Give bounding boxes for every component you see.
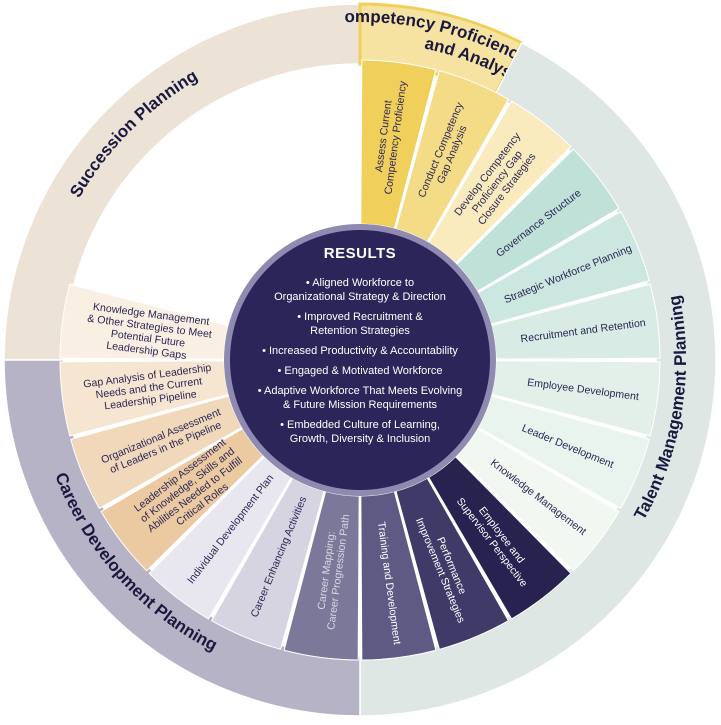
center-result-line: • Embedded Culture of Learning, — [280, 419, 440, 431]
center-result-line: • Aligned Workforce to — [306, 277, 414, 289]
center-result-line: • Improved Recruitment & — [297, 311, 423, 323]
segment-label-knowledge-management-strategies: Knowledge Management& Other Strategies t… — [87, 301, 213, 362]
center-result-line: Retention Strategies — [310, 325, 410, 337]
center-title: RESULTS — [324, 245, 396, 262]
center-result-line: Growth, Diversity & Inclusion — [290, 433, 431, 445]
center-result-line: Organizational Strategy & Direction — [274, 291, 446, 303]
center-result-line: • Adaptive Workforce That Meets Evolving — [258, 385, 463, 397]
center-result-line: & Future Mission Requirements — [283, 399, 438, 411]
center-result-line: • Engaged & Motivated Workforce — [277, 365, 442, 377]
center-result-line: • Increased Productivity & Accountabilit… — [262, 345, 458, 357]
center-circle — [230, 230, 490, 490]
